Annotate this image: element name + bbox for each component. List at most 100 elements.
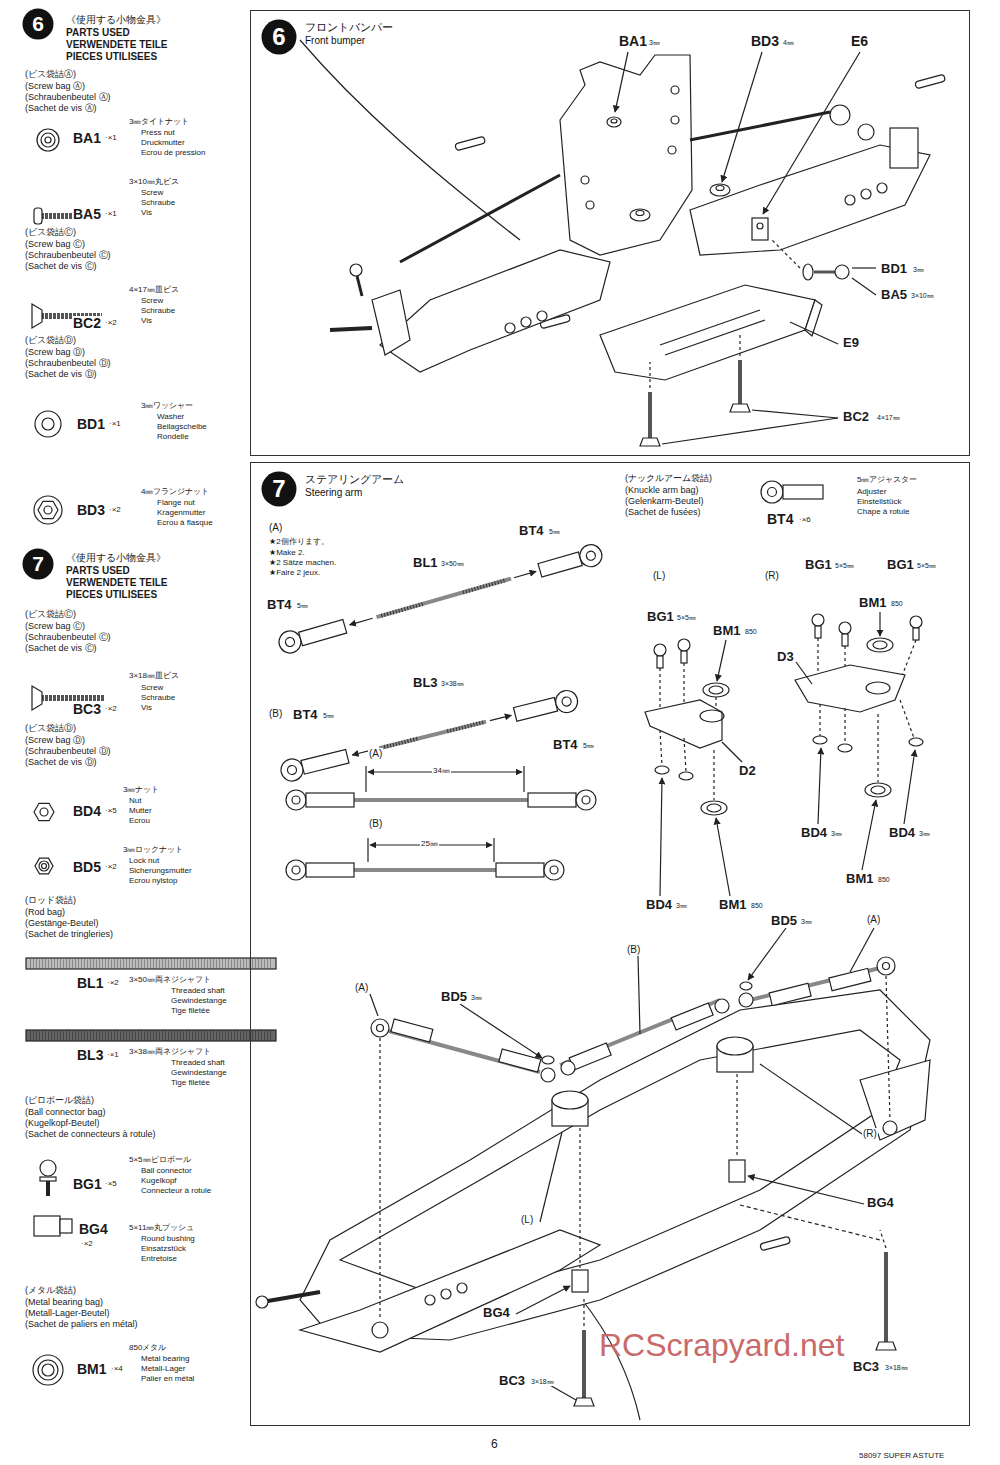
turnbuckle-assembled xyxy=(354,798,528,802)
part-code: BD4 xyxy=(888,826,916,840)
label-text: (Ball connector bag) xyxy=(24,1108,107,1118)
chassis-drawing xyxy=(740,982,752,990)
part-code: BC3 xyxy=(852,1360,880,1374)
leader-line xyxy=(790,322,838,344)
label-text: (Gelenkarm-Beutel) xyxy=(624,497,705,507)
chassis-drawing xyxy=(757,223,763,229)
step-heading: ステアリングアーム xyxy=(305,473,404,485)
chassis-drawing xyxy=(560,55,692,255)
label-text: Beilagscheibe xyxy=(156,423,208,432)
label-text: 3㎜ xyxy=(912,266,925,274)
turnbuckle-assembled xyxy=(286,860,306,880)
countersunk-screw-icon xyxy=(44,695,104,701)
chassis-drawing xyxy=(377,1025,384,1032)
adjuster-icon xyxy=(761,481,823,503)
chassis-drawing xyxy=(710,184,730,196)
leader-line xyxy=(879,612,880,636)
label-text: ·×5 xyxy=(104,1180,118,1189)
chassis-drawing xyxy=(400,175,560,262)
knuckle-arm-drawing xyxy=(902,640,916,676)
knuckle-arm-drawing xyxy=(900,700,914,738)
chassis-drawing xyxy=(552,1091,588,1109)
turnbuckle-assembled xyxy=(286,790,306,810)
leader-line xyxy=(862,800,876,870)
leader-line xyxy=(818,748,821,824)
press-nut-icon xyxy=(37,129,59,151)
chassis-drawing xyxy=(607,117,621,127)
label-text: Lock nut xyxy=(128,857,160,866)
label-text: (B) xyxy=(626,944,641,955)
press-nut-icon xyxy=(45,137,51,143)
part-code: BG1 xyxy=(72,1177,103,1192)
washer-icon xyxy=(42,418,54,430)
flange-nut-icon xyxy=(38,501,58,518)
chassis-drawing xyxy=(668,146,676,154)
washer-icon xyxy=(35,411,61,437)
label-text: (Sachet de paliers en métal) xyxy=(24,1320,139,1330)
label-text: 5×5㎜ xyxy=(916,562,937,570)
chassis-drawing xyxy=(300,990,930,1340)
chassis-drawing xyxy=(860,1060,930,1140)
turnbuckle-exploded xyxy=(463,580,506,592)
label-text: Einsatzstück xyxy=(140,1245,187,1254)
label-text: (ビス袋詰Ⓒ) xyxy=(24,610,77,620)
label-text: ·×2 xyxy=(106,979,120,988)
label-text: 3㎜ナット xyxy=(122,786,160,795)
chassis-drawing xyxy=(890,128,918,168)
label-text: 3×18㎜皿ビス xyxy=(128,672,180,681)
label-text: 4㎜ xyxy=(782,39,795,47)
chassis-drawing xyxy=(256,1296,268,1308)
leader-line xyxy=(370,928,874,1400)
label-text: ★2個作ります。 xyxy=(268,538,330,547)
press-nut-icon xyxy=(41,133,55,147)
part-code: BM1 xyxy=(712,624,741,638)
label-text: (Sachet de vis Ⓒ) xyxy=(24,644,98,654)
chassis-drawing xyxy=(537,311,547,321)
label-text: 34㎜ xyxy=(432,767,451,776)
flange-nut-icon xyxy=(34,496,62,524)
label-text: 850 xyxy=(890,600,904,608)
part-code: PIECES UTILISEES xyxy=(65,589,158,600)
part-code: E9 xyxy=(842,336,860,350)
chassis-drawing xyxy=(357,276,362,296)
leader-line xyxy=(904,750,915,824)
chassis-drawing xyxy=(715,999,729,1013)
label-text: (Sachet de connecteurs à rotule) xyxy=(24,1130,157,1140)
part-code: PIECES UTILISEES xyxy=(65,51,158,62)
leader-line xyxy=(460,1004,542,1058)
label-text: 850 xyxy=(877,876,891,884)
label-text: Druckmutter xyxy=(140,139,186,148)
label-text: Rondelle xyxy=(156,433,190,442)
label-text: (Schraubenbeutel Ⓓ) xyxy=(24,359,112,369)
part-code: VERWENDETE TEILE xyxy=(65,39,169,50)
part-code: BD4 xyxy=(72,804,102,819)
metal-bearing-icon xyxy=(33,1355,63,1385)
turnbuckle-assembled xyxy=(576,790,596,810)
label-text: 3㎜ xyxy=(830,830,843,838)
label-text: 3×10㎜丸ビス xyxy=(128,178,180,187)
turnbuckle-exploded xyxy=(384,739,418,747)
chassis-drawing xyxy=(769,983,811,1005)
label-text: ★Make 2. xyxy=(268,549,306,558)
circle-outline xyxy=(23,549,54,580)
ball-connector-icon xyxy=(40,1177,56,1181)
part-code: BG4 xyxy=(78,1222,109,1237)
part-code: E6 xyxy=(850,34,869,49)
part-code: BT4 xyxy=(552,738,579,752)
part-code: BA1 xyxy=(618,34,648,49)
turnbuckle-exploded xyxy=(561,696,572,707)
chassis-drawing xyxy=(583,1296,584,1326)
turnbuckle-assembled xyxy=(544,860,564,880)
label-text: (ビス袋詰Ⓐ) xyxy=(24,70,77,80)
knuckle-arm-drawing xyxy=(813,736,827,744)
step-panel: フロントバンパーFront bumper6 xyxy=(250,10,970,456)
chassis-drawing xyxy=(886,976,890,1120)
lock-nut-icon xyxy=(39,861,49,871)
chassis-drawing xyxy=(542,1056,554,1064)
turnbuckle-assembled xyxy=(292,866,300,874)
label-text: Vis xyxy=(140,209,153,218)
label-text: Gewindestange xyxy=(170,997,228,1006)
label-text: ★Faire 2 jeux. xyxy=(268,569,321,578)
chassis-drawing xyxy=(371,1019,389,1037)
label-text: 3×18㎜ xyxy=(530,1378,555,1386)
